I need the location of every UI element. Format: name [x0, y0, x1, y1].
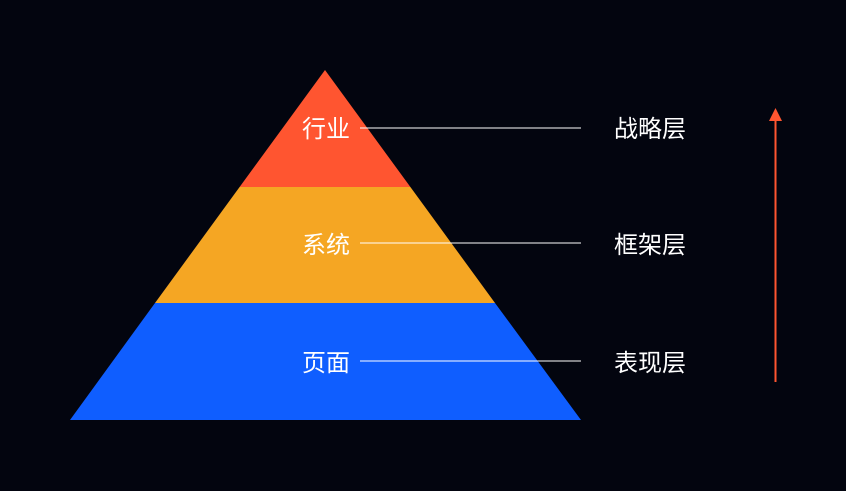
- layer-label-top: 行业: [302, 115, 350, 143]
- pyramid-layer-middle: [155, 187, 495, 303]
- up-arrow-icon: [769, 108, 782, 382]
- level-label-framework: 框架层: [614, 231, 686, 259]
- pyramid-layer-top: [239, 70, 411, 187]
- pyramid-layer-bottom: [70, 303, 581, 420]
- layer-label-middle: 系统: [302, 231, 350, 259]
- level-label-presentation: 表现层: [614, 349, 686, 377]
- level-label-strategy: 战略层: [614, 115, 686, 143]
- layer-label-bottom: 页面: [302, 349, 350, 377]
